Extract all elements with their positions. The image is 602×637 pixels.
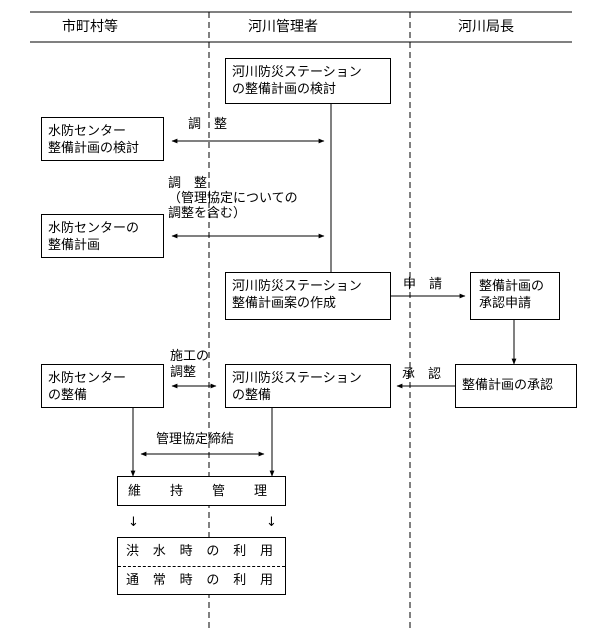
normal-use-char-5: 利	[233, 573, 247, 588]
maintenance-char-4: 理	[253, 484, 267, 499]
box-center-plan: 水防センターの 整備計画	[41, 214, 164, 258]
box-station-plan-draft: 河川防災ステーション 整備計画案の作成	[225, 272, 391, 320]
box-station-plan-review: 河川防災ステーション の整備計画の検討	[225, 58, 391, 104]
flood-use-char-1: 洪	[126, 544, 140, 559]
down-arrow-right: ↓	[266, 515, 277, 530]
label-approval: 承 認	[402, 367, 442, 382]
normal-use-char-1: 通	[126, 573, 140, 588]
box-usage: 洪 水 時 の 利 用 通 常 時 の 利 用	[117, 537, 286, 595]
label-coordination-1: 調 整	[188, 117, 228, 132]
box-station-build: 河川防災ステーション の整備	[225, 364, 391, 408]
flood-use-char-5: 利	[233, 544, 247, 559]
column-header-municipality: 市町村等	[62, 19, 118, 35]
flood-use-char-4: の	[206, 544, 220, 559]
down-arrow-left: ↓	[128, 515, 139, 530]
label-coordination-2: 調 整 （管理協定についての 調整を含む）	[168, 176, 298, 221]
flood-use-char-2: 水	[152, 544, 166, 559]
column-header-bureau-chief: 河川局長	[458, 19, 514, 35]
label-application: 申 請	[403, 277, 443, 292]
box-center-build: 水防センター の整備	[41, 364, 164, 408]
flood-use-char-3: 時	[179, 544, 193, 559]
maintenance-row: 維 持 管 理	[118, 477, 285, 505]
normal-use-char-2: 常	[152, 573, 166, 588]
maintenance-char-3: 管	[211, 484, 225, 499]
box-center-plan-review: 水防センター 整備計画の検討	[41, 117, 164, 161]
flood-use-char-6: 用	[259, 544, 273, 559]
box-approval-request: 整備計画の 承認申請	[470, 272, 560, 320]
normal-use-row: 通 常 時 の 利 用	[118, 567, 285, 595]
box-maintenance: 維 持 管 理	[117, 476, 286, 506]
normal-use-char-4: の	[206, 573, 220, 588]
normal-use-char-3: 時	[179, 573, 193, 588]
flood-use-row: 洪 水 時 の 利 用	[118, 538, 285, 566]
maintenance-char-1: 維	[128, 484, 142, 499]
usage-divider	[118, 566, 285, 567]
maintenance-char-2: 持	[169, 484, 183, 499]
label-construction-coordination: 施工の 調整	[170, 349, 210, 380]
box-plan-approval: 整備計画の承認	[455, 364, 577, 408]
label-agreement: 管理協定締結	[156, 432, 235, 447]
column-header-river-admin: 河川管理者	[248, 19, 318, 35]
normal-use-char-6: 用	[259, 573, 273, 588]
